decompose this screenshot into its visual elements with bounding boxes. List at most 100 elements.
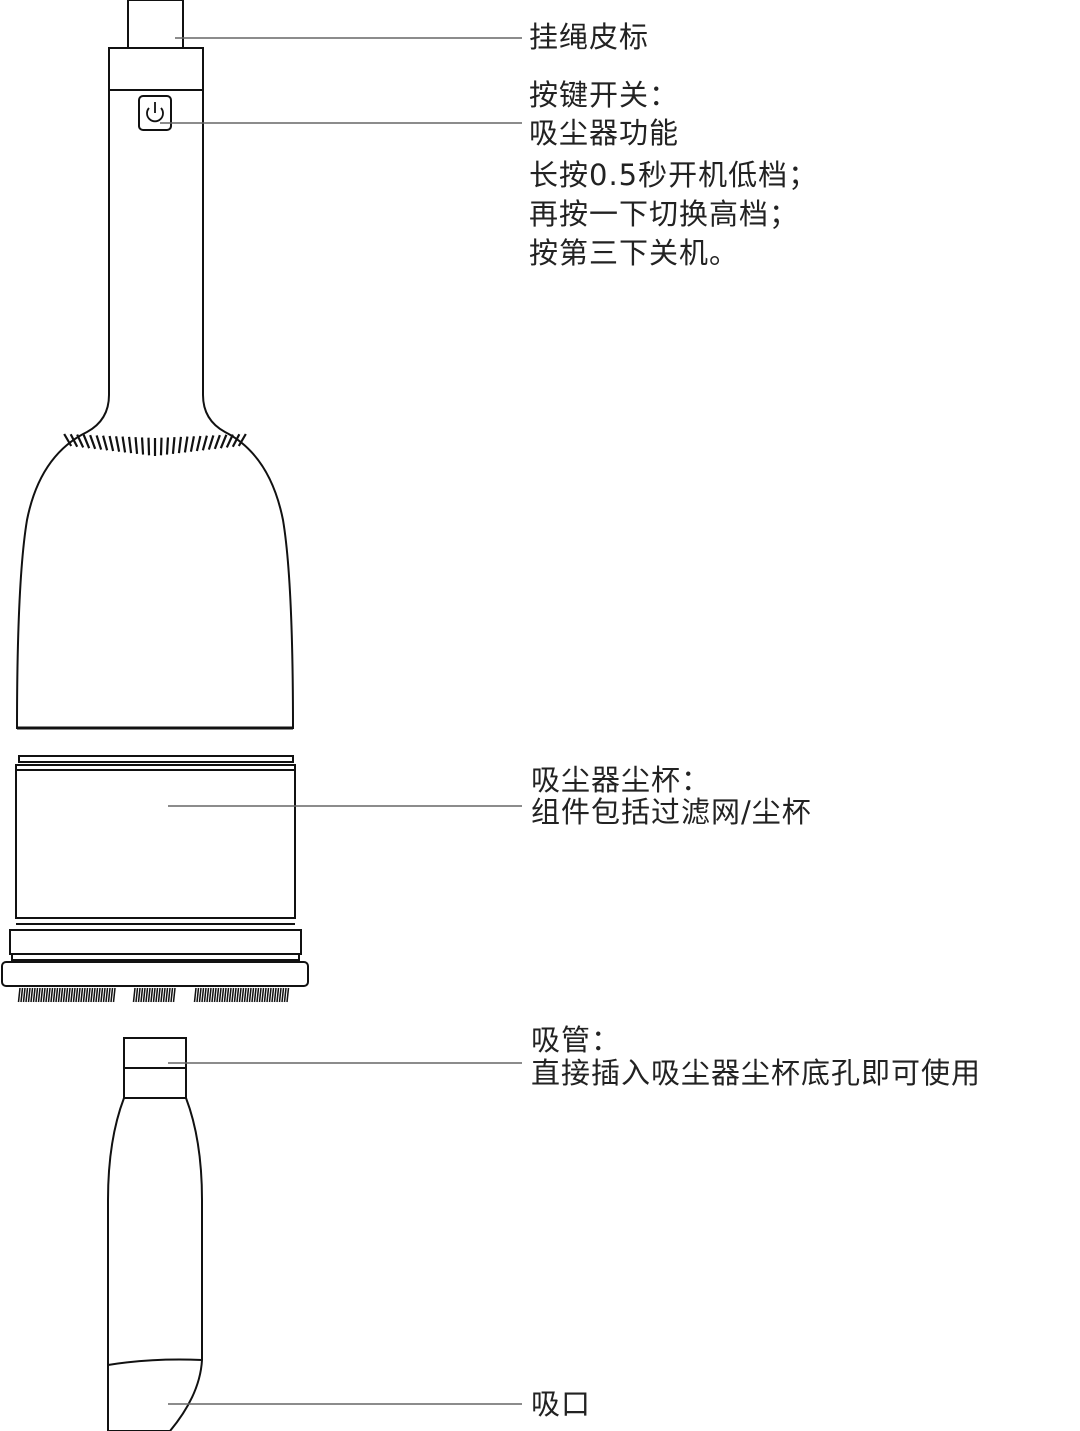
main-body — [15, 47, 295, 729]
label-cup-title: 吸尘器尘杯： — [531, 763, 712, 797]
bristle — [271, 987, 275, 1003]
bristle — [208, 987, 212, 1003]
bristle — [37, 987, 41, 1003]
bristle — [70, 987, 74, 1003]
strap-tab — [127, 0, 184, 49]
bristle — [196, 987, 200, 1003]
dust-cup — [1, 755, 309, 987]
bristle — [152, 987, 156, 1003]
bristle — [258, 987, 262, 1003]
bristle — [160, 987, 164, 1003]
bristle — [283, 987, 287, 1003]
bristle — [32, 987, 36, 1003]
vent-slot — [147, 437, 151, 456]
bristle — [243, 987, 247, 1003]
label-button-line: 按第三下关机。 — [529, 236, 740, 270]
bristle — [201, 987, 205, 1003]
bristle — [155, 987, 159, 1003]
bristle — [172, 987, 176, 1003]
bristle — [213, 987, 217, 1003]
bristle — [135, 987, 139, 1003]
bristle — [253, 987, 257, 1003]
vent-slot — [89, 434, 97, 450]
label-tube-title: 吸管： — [531, 1023, 622, 1057]
vent-slots — [63, 433, 247, 456]
vent-slot — [165, 437, 170, 455]
bristle — [170, 987, 174, 1003]
bristle — [238, 987, 242, 1003]
bristle — [211, 987, 215, 1003]
vent-slot — [237, 433, 247, 447]
bristle — [52, 987, 56, 1003]
brush-bristles — [17, 987, 290, 1003]
bristle — [75, 987, 79, 1003]
bristle — [221, 987, 225, 1003]
bristle — [80, 987, 84, 1003]
bristle — [62, 987, 66, 1003]
bristle — [157, 987, 161, 1003]
bristle — [72, 987, 76, 1003]
bristle — [95, 987, 99, 1003]
bristle — [55, 987, 59, 1003]
vent-slot — [207, 435, 215, 450]
bristle — [216, 987, 220, 1003]
bristle — [137, 987, 141, 1003]
bristle — [248, 987, 252, 1003]
bristle — [266, 987, 270, 1003]
label-button-line: 长按0.5秒开机低档； — [529, 158, 819, 192]
vent-slot — [95, 435, 103, 450]
bristle — [145, 987, 149, 1003]
bristle — [65, 987, 69, 1003]
bristle — [251, 987, 255, 1003]
bristle — [278, 987, 282, 1003]
bristle — [45, 987, 49, 1003]
bristle — [22, 987, 26, 1003]
bristle — [105, 987, 109, 1003]
bristle — [147, 987, 151, 1003]
bristle — [150, 987, 154, 1003]
label-button-line: 再按一下切换高档； — [529, 197, 800, 231]
bristle — [57, 987, 61, 1003]
power-button-icon — [138, 95, 172, 131]
vent-slot — [219, 434, 228, 449]
bristle — [67, 987, 71, 1003]
label-cup-desc: 组件包括过滤网/尘杯 — [531, 795, 812, 829]
bristle — [162, 987, 166, 1003]
bristle — [198, 987, 202, 1003]
bristle — [246, 987, 250, 1003]
bristle — [206, 987, 210, 1003]
vent-slot — [183, 436, 189, 453]
bristle — [87, 987, 91, 1003]
vent-slot — [159, 437, 163, 456]
bristle — [231, 987, 235, 1003]
vent-slot — [195, 435, 202, 452]
vent-slot — [213, 434, 221, 450]
vent-slot — [134, 437, 139, 454]
vent-slot — [231, 433, 241, 448]
bristle — [17, 987, 21, 1003]
vent-slot — [121, 436, 127, 453]
bristle — [100, 987, 104, 1003]
bristle — [165, 987, 169, 1003]
vent-slot — [63, 433, 73, 447]
bristle — [112, 987, 116, 1003]
vent-slot — [102, 435, 109, 451]
suction-tube — [107, 1037, 203, 1431]
bristle — [35, 987, 39, 1003]
bristle — [132, 987, 136, 1003]
vent-slot — [177, 436, 183, 454]
bristle — [85, 987, 89, 1003]
label-button-line: 吸尘器功能 — [529, 116, 680, 150]
bristle — [40, 987, 44, 1003]
bristle — [241, 987, 245, 1003]
vent-slot — [69, 433, 79, 448]
bristle — [50, 987, 54, 1003]
vent-slot — [201, 435, 208, 451]
bristle — [203, 987, 207, 1003]
bristle — [25, 987, 29, 1003]
bristle — [167, 987, 171, 1003]
bristle — [193, 987, 197, 1003]
label-nozzle: 吸口 — [531, 1387, 592, 1421]
